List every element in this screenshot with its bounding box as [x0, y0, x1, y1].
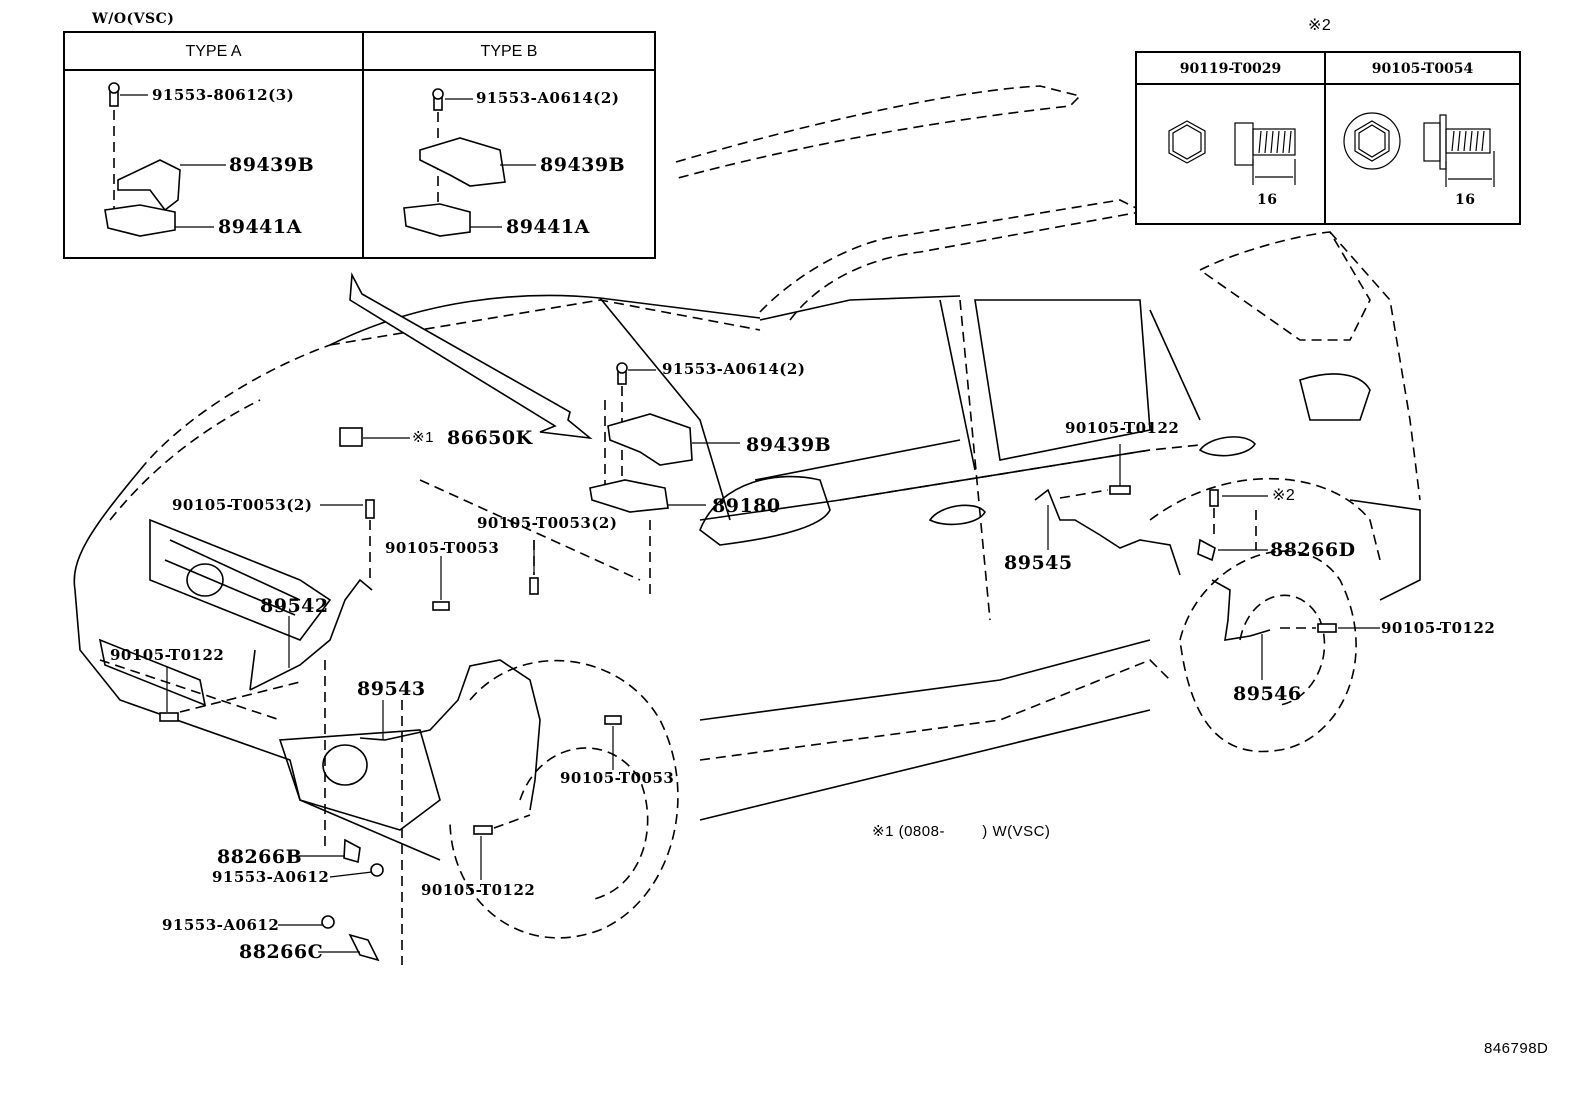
- inset-divider: [362, 33, 364, 257]
- bolt-wheel-lower-label[interactable]: 90105-T0122: [421, 881, 536, 899]
- front-wheel: [449, 659, 679, 939]
- bolt-front-left-label[interactable]: 90105-T0122: [110, 646, 225, 664]
- figure-id: 846798D: [1484, 1040, 1549, 1057]
- rear-left-wire-label[interactable]: 89545: [1004, 552, 1073, 574]
- type-b-header: TYPE B: [480, 43, 538, 60]
- bolt-inset-header-row: [1137, 53, 1519, 85]
- inset-type-table: TYPE A TYPE B: [63, 31, 656, 259]
- bolt-inset-table: 90119-T0029 90105-T0054 16 16: [1135, 51, 1521, 225]
- yaw-bolt-label[interactable]: 91553-A0614(2): [662, 360, 806, 378]
- clamp-b-label[interactable]: 88266B: [217, 846, 303, 868]
- front-left-wire-label[interactable]: 89543: [357, 678, 426, 700]
- rear-wheel: [1149, 477, 1381, 753]
- vehicle-body-outline: [73, 231, 1421, 861]
- rear-wire-harness-drawing: [1034, 485, 1337, 641]
- yaw-sensor-drawing: [589, 362, 693, 595]
- type-a-parts-drawing: [104, 82, 181, 237]
- type-b-sensor-label[interactable]: 89441A: [506, 216, 590, 238]
- relay-note-mark: ※1: [412, 429, 434, 446]
- bolt-col2-header: 90105-T0054: [1371, 61, 1474, 77]
- bolt-rear-door-label[interactable]: 90105-T0122: [1065, 419, 1180, 437]
- front-right-wire-label[interactable]: 89542: [260, 595, 329, 617]
- yaw-rate-sensor-label[interactable]: 89180: [712, 495, 781, 517]
- pointer-arrow: [349, 272, 593, 440]
- hex-bolt-icon: [1168, 120, 1296, 185]
- type-b-cover-label[interactable]: 89439B: [540, 154, 626, 176]
- flange-bolt-icon: [1343, 112, 1495, 187]
- bolt-center-label[interactable]: 90105-T0053(2): [477, 514, 618, 532]
- type-b-bolt-label[interactable]: 91553-A0614(2): [476, 89, 620, 107]
- relay-label[interactable]: 86650K: [447, 427, 533, 449]
- rear-bolt-note-mark[interactable]: ※2: [1272, 487, 1296, 504]
- footnote: ※1 (0808- ) W(VSC): [872, 823, 1051, 840]
- bolt-inset-note: ※2: [1308, 17, 1332, 34]
- inset-header-row: [65, 33, 654, 71]
- leader-lines: [120, 94, 1380, 953]
- bolt-col2-length: 16: [1455, 192, 1476, 208]
- bolt-front-mid-label[interactable]: 90105-T0053: [385, 539, 500, 557]
- bolt-col1-header: 90119-T0029: [1179, 61, 1282, 77]
- clamp-c-bolt-label[interactable]: 91553-A0612: [162, 916, 280, 934]
- yaw-cover-label[interactable]: 89439B: [746, 434, 832, 456]
- bolt-inset-divider: [1324, 53, 1326, 223]
- type-a-bolt-label[interactable]: 91553-80612(3): [152, 86, 295, 104]
- bolt-col1-length: 16: [1257, 192, 1278, 208]
- type-a-sensor-label[interactable]: 89441A: [218, 216, 302, 238]
- bolt-rear-wheel-label[interactable]: 90105-T0122: [1381, 619, 1496, 637]
- front-wire-harness-drawing: [159, 499, 622, 965]
- relay-drawing: [339, 427, 363, 447]
- clamp-d-label[interactable]: 88266D: [1270, 539, 1356, 561]
- roof-rail: [675, 85, 1141, 321]
- type-a-cover-label[interactable]: 89439B: [229, 154, 315, 176]
- bolt-front-top-label[interactable]: 90105-T0053(2): [172, 496, 313, 514]
- clamp-b-bolt-label[interactable]: 91553-A0612: [212, 868, 330, 886]
- without-vsc-note: W/O(VSC): [92, 11, 175, 27]
- type-a-header: TYPE A: [185, 43, 242, 60]
- rear-right-wire-label[interactable]: 89546: [1233, 683, 1302, 705]
- bolt-wheel-upper-label[interactable]: 90105-T0053: [560, 769, 675, 787]
- type-b-parts-drawing: [403, 88, 506, 237]
- clamp-c-label[interactable]: 88266C: [239, 941, 324, 963]
